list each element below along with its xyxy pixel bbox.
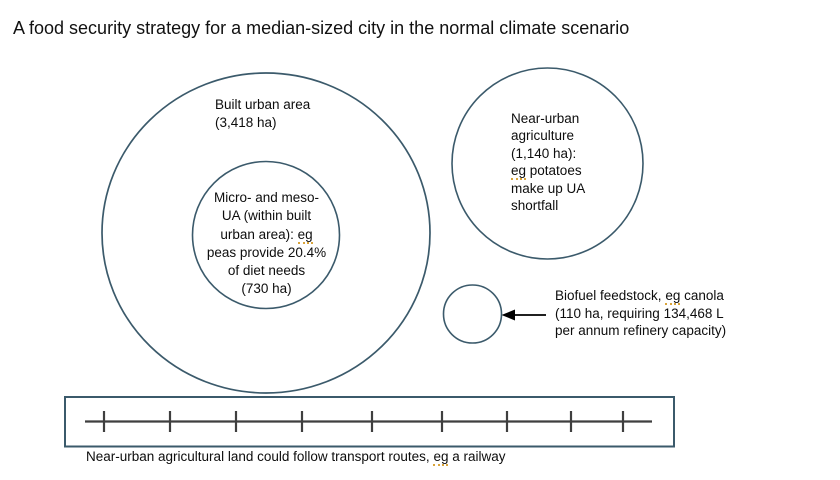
spellcheck-word-eg: eg [511,163,527,181]
slide-title: A food security strategy for a median-si… [13,18,630,38]
text-run: potatoes [526,163,582,179]
text-run: Near-urban agricultural land could follo… [86,449,434,464]
railway-ticks [102,411,625,432]
micro-ua-line4: peas provide 20.4% [206,244,327,260]
biofuel-line3: per annum refinery capacity) [555,323,727,339]
biofuel-arrow-head [501,309,515,321]
near-urban-line5: make up UA [511,180,586,196]
railway-caption: Near-urban agricultural land could follo… [86,448,506,466]
built-urban-area-line1: Built urban area [215,97,311,112]
built-urban-area-circle [101,72,431,394]
railway-caption-line: Near-urban agricultural land could follo… [86,448,506,466]
text-run: urban area): [220,226,298,242]
spellcheck-word-eg: eg [297,226,313,244]
spellcheck-word-eg: eg [665,288,681,305]
biofuel-feedstock-circle [442,284,503,344]
built-urban-area-label: Built urban area (3,418 ha) [215,96,310,132]
near-urban-line4: eg potatoes [511,162,585,181]
micro-ua-line5: of diet needs [227,263,306,279]
biofuel-line1: Biofuel feedstock, eg canola [555,287,726,305]
micro-ua-line6: (730 ha) [241,281,292,297]
text-run: a railway [448,449,506,464]
biofuel-feedstock-label: Biofuel feedstock, eg canola (110 ha, re… [555,287,726,340]
near-urban-line2: agriculture [511,128,575,144]
micro-meso-ua-label: Micro- and meso- UA (within built urban … [186,189,347,299]
biofuel-line2: (110 ha, requiring 134,468 L [555,305,724,321]
text-run: canola [680,288,724,303]
near-urban-agriculture-label: Near-urban agriculture (1,140 ha): eg po… [511,110,585,214]
micro-meso-ua-circle [191,160,341,310]
micro-ua-line2: UA (within built [221,208,312,224]
micro-ua-line1: Micro- and meso- [213,190,320,205]
near-urban-line3: (1,140 ha): [511,145,577,161]
spellcheck-word-eg: eg [433,449,449,466]
near-urban-line6: shortfall [511,198,559,214]
biofuel-arrow [501,309,546,321]
railway-rectangle [64,396,675,448]
micro-ua-line3: urban area): eg [186,226,347,244]
text-run: Biofuel feedstock, [555,288,666,303]
near-urban-agriculture-circle [451,67,644,260]
near-urban-line1: Near-urban [511,111,580,126]
built-urban-area-line2: (3,418 ha) [215,115,277,130]
